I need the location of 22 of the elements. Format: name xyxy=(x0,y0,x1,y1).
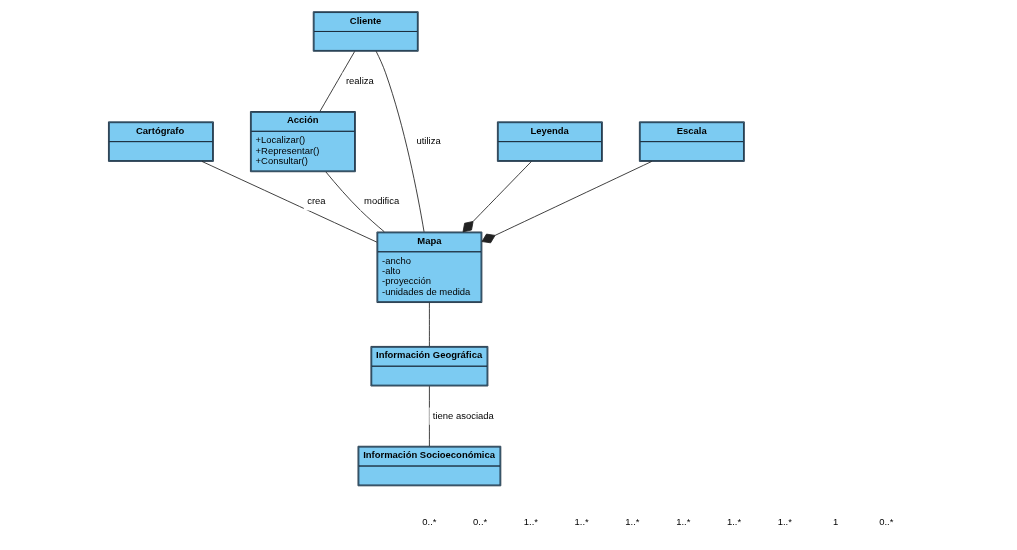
edge-label: utiliza xyxy=(416,135,441,147)
edge-label: modifica xyxy=(363,195,399,207)
connector xyxy=(462,161,532,233)
label: 1..* xyxy=(726,516,741,528)
label: 1..* xyxy=(523,516,538,528)
label: 1..* xyxy=(574,516,589,528)
label: 0..* xyxy=(878,516,893,528)
label: 1..* xyxy=(675,516,690,528)
connector xyxy=(481,161,652,244)
edge-label: crea xyxy=(306,195,326,207)
edge-label: tiene asociada xyxy=(432,409,494,421)
connector xyxy=(428,302,430,347)
connector xyxy=(319,51,355,112)
connector xyxy=(375,50,424,233)
label: 0..* xyxy=(472,516,487,528)
label: 0..* xyxy=(421,516,437,528)
label: 1..* xyxy=(777,516,792,528)
label: 1 xyxy=(832,516,838,528)
connector xyxy=(325,171,385,233)
connector xyxy=(201,161,377,243)
label: 1..* xyxy=(624,516,640,528)
edge-label: realiza xyxy=(345,74,374,86)
